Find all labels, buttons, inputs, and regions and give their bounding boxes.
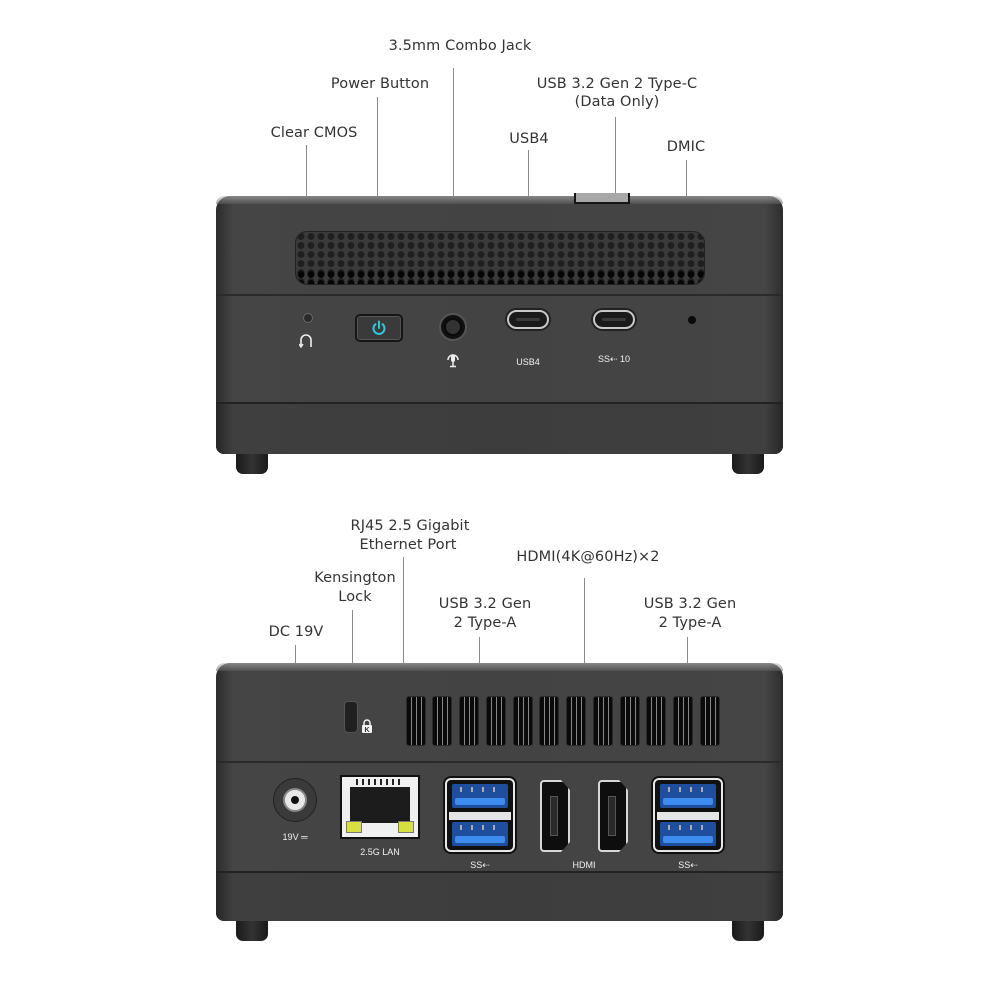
- superspeed-icon: SS⇠: [678, 860, 698, 870]
- power-button[interactable]: [355, 314, 403, 342]
- callout-usb-c-line1: USB 3.2 Gen 2 Type-C: [536, 76, 698, 92]
- clear-cmos-hole[interactable]: [303, 313, 313, 323]
- top-edge: [216, 663, 783, 671]
- callout-kensington-line2: Lock: [338, 589, 372, 605]
- mini-pc-rear: K 19V ═ 2.5G LAN SS⇠ HDMI SS⇠: [216, 663, 783, 921]
- combo-audio-jack[interactable]: [439, 313, 467, 341]
- callout-hdmi: HDMI(4K@60Hz)×2: [516, 549, 660, 565]
- callout-usb-c-line2: (Data Only): [574, 94, 660, 110]
- callout-dmic: DMIC: [666, 139, 706, 155]
- usb-a-stack-right: [653, 778, 723, 852]
- foot-right: [732, 454, 764, 474]
- lan-led-right: [398, 821, 414, 833]
- callout-kensington-line1: Kensington: [314, 570, 396, 586]
- clear-cmos-icon: [299, 334, 312, 348]
- callout-rj45-line2: Ethernet Port: [359, 537, 457, 553]
- foot-right: [732, 921, 764, 941]
- foot-left: [236, 454, 268, 474]
- lan-marking: 2.5G LAN: [360, 847, 400, 857]
- power-icon: [372, 320, 386, 335]
- callout-clear-cmos: Clear CMOS: [270, 125, 358, 141]
- dc-marking: 19V ═: [282, 832, 308, 842]
- usb4-port[interactable]: [507, 310, 549, 329]
- superspeed-icon: SS⇠: [470, 860, 490, 870]
- device-base: [216, 402, 783, 454]
- kensington-lock-icon: K: [362, 719, 372, 733]
- usb-a-stack-left: [445, 778, 515, 852]
- callout-dc-in: DC 19V: [268, 624, 324, 640]
- superspeed-10-icon: SS⇠ 10: [597, 354, 631, 364]
- device-base: [216, 871, 783, 921]
- hdmi-port-1[interactable]: [540, 780, 570, 852]
- usb-a-port[interactable]: [660, 822, 716, 846]
- dc-power-jack[interactable]: [273, 778, 317, 822]
- panel-seam: [216, 294, 783, 296]
- leader-line-kensington: [352, 610, 353, 692]
- callout-usb-a-right-line1: USB 3.2 Gen: [643, 596, 737, 612]
- hdmi-port-2[interactable]: [598, 780, 628, 852]
- usb-c-data-port[interactable]: [593, 310, 635, 329]
- usb4-marking: USB4: [516, 357, 540, 367]
- callout-power-button: Power Button: [330, 76, 430, 92]
- callout-usb4: USB4: [509, 131, 549, 147]
- panel-seam: [216, 761, 783, 763]
- hdmi-marking: HDMI: [572, 860, 596, 870]
- dmic-hole: [688, 316, 696, 324]
- lan-led-left: [346, 821, 362, 833]
- callout-usb-a-left-line2: 2 Type-A: [453, 615, 517, 631]
- mini-pc-front: USB4 SS⇠ 10: [216, 193, 783, 454]
- callout-combo-jack: 3.5mm Combo Jack: [388, 38, 532, 54]
- speaker-grille: [295, 231, 705, 285]
- callout-usb-a-left-line1: USB 3.2 Gen: [438, 596, 532, 612]
- usb-a-port[interactable]: [452, 822, 508, 846]
- rj45-ethernet-port[interactable]: [340, 775, 420, 839]
- callout-usb-a-right-line2: 2 Type-A: [658, 615, 722, 631]
- leader-line-combo-jack: [453, 68, 454, 311]
- foot-left: [236, 921, 268, 941]
- kensington-lock-slot[interactable]: [344, 701, 358, 733]
- svg-text:K: K: [364, 727, 369, 733]
- headset-mic-icon: [447, 354, 459, 368]
- usb-a-port[interactable]: [452, 784, 508, 808]
- callout-rj45-line1: RJ45 2.5 Gigabit: [350, 518, 470, 534]
- top-cover-tab: [574, 193, 630, 204]
- usb-a-port[interactable]: [660, 784, 716, 808]
- top-edge: [216, 196, 783, 204]
